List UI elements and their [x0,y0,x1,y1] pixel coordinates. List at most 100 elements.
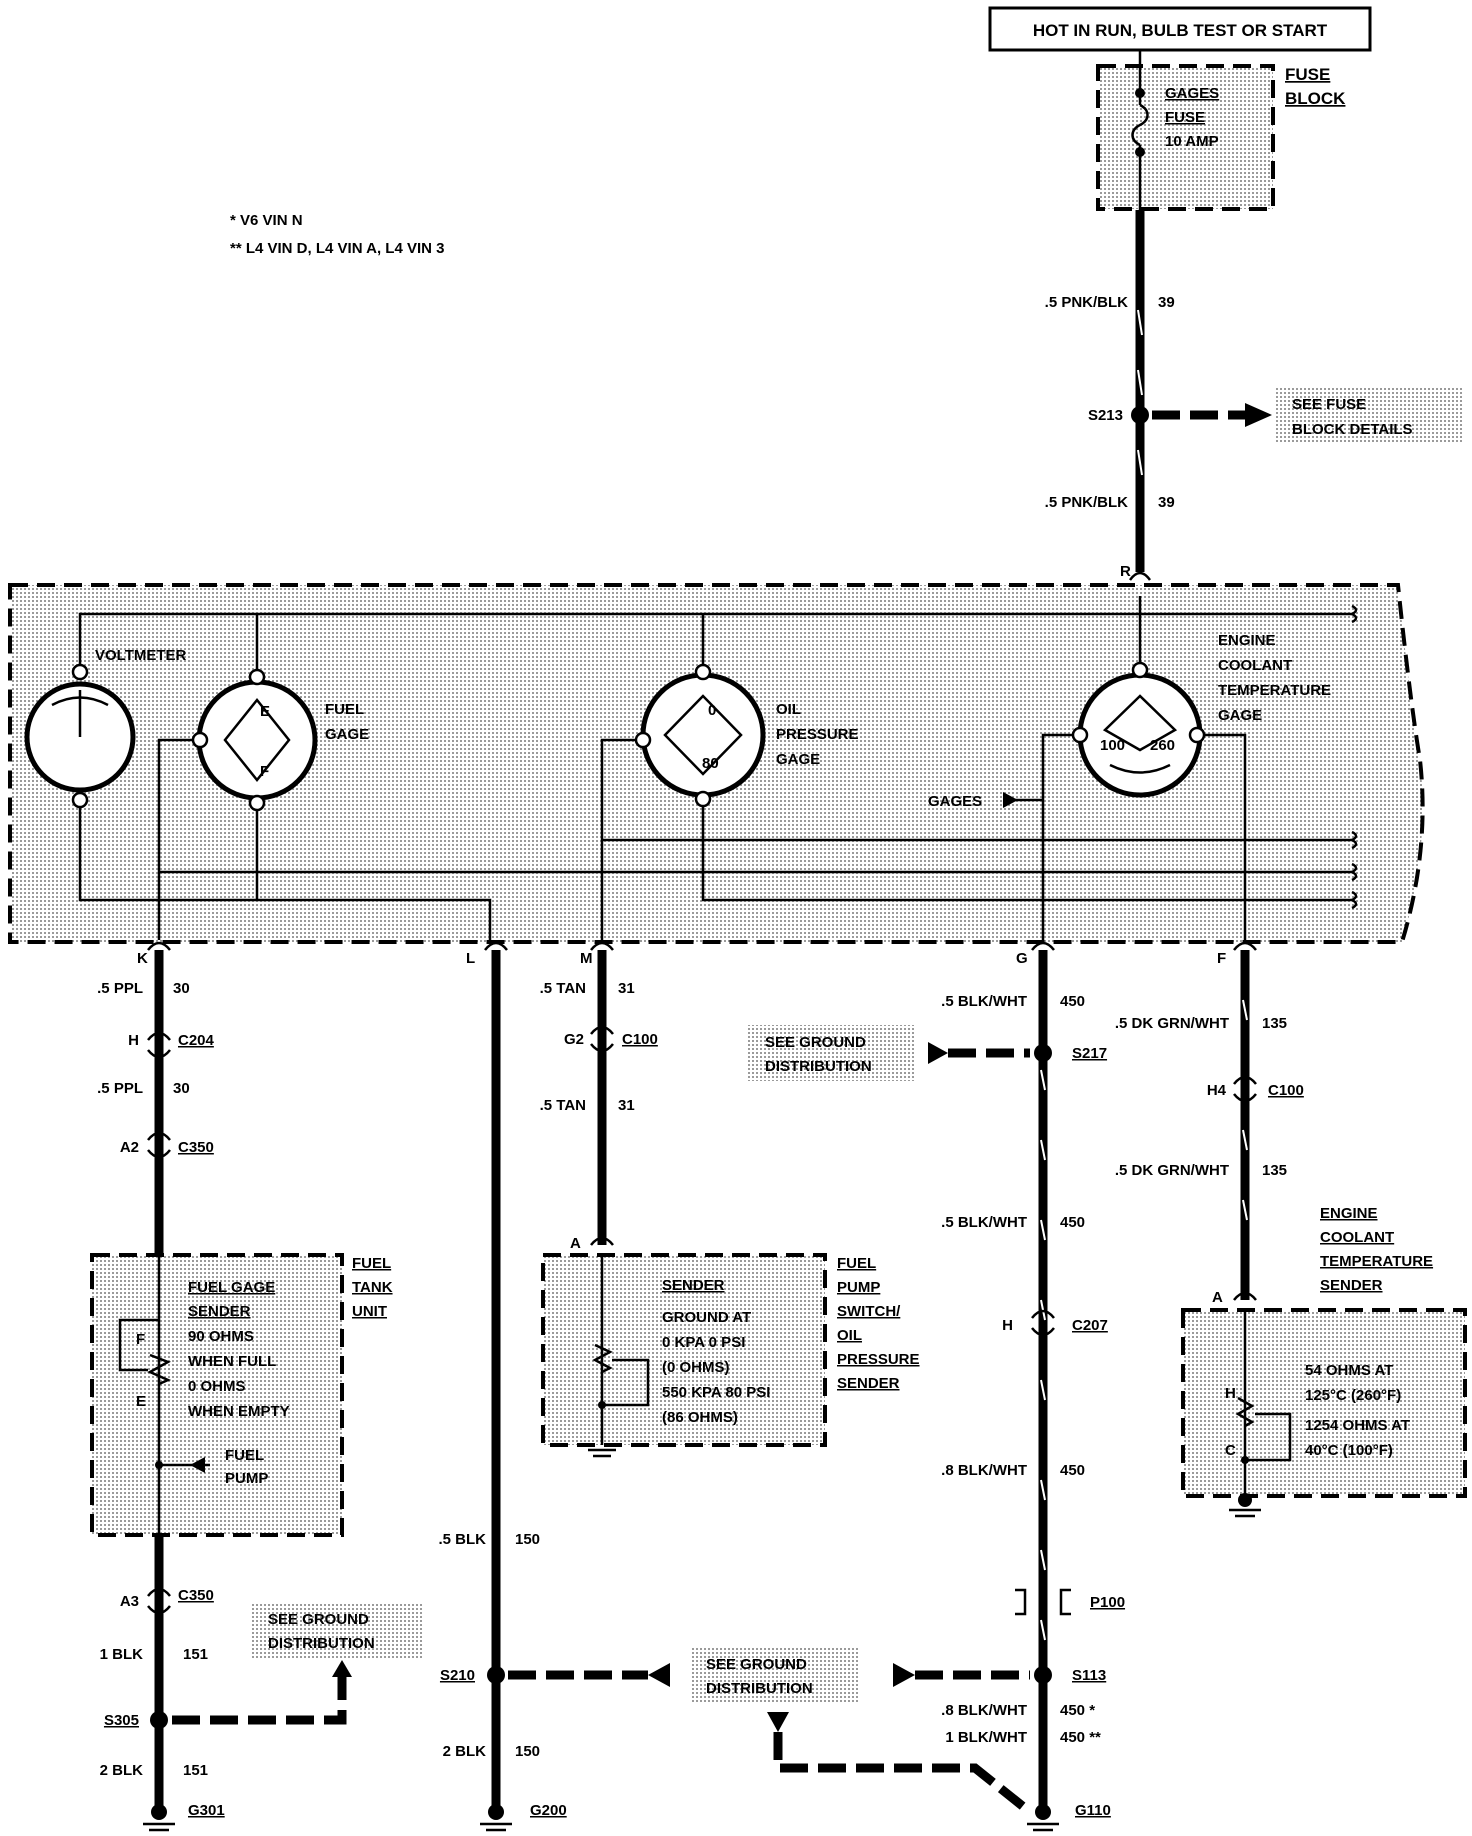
fuse-icon [1131,103,1149,147]
svg-text:.8 BLK/WHT: .8 BLK/WHT [941,1702,1027,1719]
svg-text:A3: A3 [120,1593,139,1610]
svg-text:1254 OHMS AT: 1254 OHMS AT [1305,1417,1410,1434]
fuse-name-line1: GAGES [1165,85,1219,102]
fuse-block-label-2: BLOCK [1285,89,1346,108]
see-ground-distribution-1[interactable]: SEE GROUND DISTRIBUTION [252,1602,424,1658]
svg-text:2 BLK: 2 BLK [443,1743,487,1760]
svg-text:.5 TAN: .5 TAN [540,1097,586,1114]
ect-gauge-label-4: GAGE [1218,707,1262,724]
svg-text:S217: S217 [1072,1045,1107,1062]
svg-text:.5 DK GRN/WHT: .5 DK GRN/WHT [1115,1162,1229,1179]
connector-c204: C204 [178,1032,215,1049]
oil-pressure-gauge-icon: 0 80 [634,663,766,808]
fuel-gauge-label-1: FUEL [325,701,364,718]
svg-text:S305: S305 [104,1712,139,1729]
fuel-gauge-e: E [260,703,270,720]
svg-text:S210: S210 [440,1667,475,1684]
oil-gauge-label-3: GAGE [776,751,820,768]
splice-s217 [1034,1044,1052,1062]
ground-g110: G110 [1075,1802,1111,1819]
wire-39-lower-gauge: .5 PNK/BLK [1045,494,1129,511]
svg-text:G: G [1016,950,1028,967]
svg-text:150: 150 [515,1531,540,1548]
svg-text:SEE FUSE: SEE FUSE [1292,396,1366,413]
circuit-450-ground: G .5 BLK/WHT 450 SEE GROUND DISTRIBUTION… [747,941,1125,1832]
fuel-gauge-label-2: GAGE [325,726,369,743]
svg-text:SWITCH/: SWITCH/ [837,1303,901,1320]
circuit-135-coolant-temp: F .5 DK GRN/WHT 135 H4 C100 .5 DK GRN/WH… [1115,941,1467,1518]
oil-gauge-0: 0 [708,702,716,719]
svg-text:L: L [466,950,475,967]
fuse-rating: 10 AMP [1165,133,1219,150]
svg-text:.5 BLK/WHT: .5 BLK/WHT [941,993,1027,1010]
ect-sender-label-1: ENGINE [1320,1205,1378,1222]
connector-c100-g2: C100 [622,1031,658,1048]
svg-text:SEE GROUND: SEE GROUND [765,1034,866,1051]
ect-sender-label-4: SENDER [1320,1277,1383,1294]
svg-text:FUEL: FUEL [225,1447,264,1464]
ground-symbol-icon [143,1822,175,1832]
svg-text:C: C [1225,1442,1236,1459]
svg-text:135: 135 [1262,1162,1287,1179]
svg-text:0 OHMS: 0 OHMS [188,1378,246,1395]
svg-text:2 BLK: 2 BLK [100,1762,144,1779]
svg-text:H: H [1002,1317,1013,1334]
svg-text:WHEN EMPTY: WHEN EMPTY [188,1403,290,1420]
svg-text:151: 151 [183,1762,208,1779]
svg-text:G2: G2 [564,1031,584,1048]
ground-symbol-icon [480,1822,512,1832]
svg-text:31: 31 [618,1097,635,1114]
see-ground-distribution-2[interactable]: SEE GROUND DISTRIBUTION [747,1025,915,1081]
fuse-block-label: FUSE BLOCK [1285,65,1396,84]
svg-text:.5 BLK: .5 BLK [438,1531,486,1548]
pin-r: R [1120,563,1131,580]
circuit-30-fuel-gage: K .5 PPL 30 H C204 .5 PPL 30 A2 C350 F E… [90,941,424,1832]
see-ground-distribution-3[interactable]: SEE GROUND DISTRIBUTION [690,1647,858,1703]
fuel-tank-unit [90,1253,344,1537]
svg-text:PUMP: PUMP [837,1279,880,1296]
svg-text:550 KPA 80 PSI: 550 KPA 80 PSI [662,1384,770,1401]
svg-text:.8 BLK/WHT: .8 BLK/WHT [941,1462,1027,1479]
oil-gauge-label-2: PRESSURE [776,726,859,743]
fuse-block-label-1: FUSE [1285,65,1330,84]
wire-39-lower-circuit: 39 [1158,494,1175,511]
svg-text:450 *: 450 * [1060,1702,1095,1719]
ground-g301: G301 [188,1802,225,1819]
fuel-tank-unit-label-1: FUEL [352,1255,391,1272]
svg-text:(86 OHMS): (86 OHMS) [662,1409,738,1426]
svg-text:OIL: OIL [837,1327,862,1344]
svg-text:54 OHMS AT: 54 OHMS AT [1305,1362,1393,1379]
note-single-star: * V6 VIN N [230,212,303,229]
connector-c350-a2: C350 [178,1139,214,1156]
svg-text:30: 30 [173,1080,190,1097]
svg-text:F: F [1217,950,1226,967]
ect-sender-unit [1181,1308,1467,1498]
voltmeter-gauge-icon [24,663,136,809]
fuel-gage-sender-label-1: FUEL GAGE [188,1279,275,1296]
fuel-gage-sender-label-2: SENDER [188,1303,251,1320]
connector-c207: C207 [1072,1317,1108,1334]
power-source-box: HOT IN RUN, BULB TEST OR START [988,6,1372,52]
splice-s305 [150,1711,168,1729]
svg-text:.5 TAN: .5 TAN [540,980,586,997]
svg-text:H: H [128,1032,139,1049]
connector-c350-a3: C350 [178,1587,214,1604]
oil-gauge-label-1: OIL [776,701,801,718]
svg-text:SEE GROUND: SEE GROUND [268,1611,369,1628]
svg-text:M: M [580,950,593,967]
see-fuse-block-details[interactable]: SEE FUSE BLOCK DETAILS [1275,386,1463,444]
svg-text:.5 DK GRN/WHT: .5 DK GRN/WHT [1115,1015,1229,1032]
ect-gauge-label-1: ENGINE [1218,632,1276,649]
oil-pressure-sender-unit [541,1253,827,1447]
coolant-temp-gauge-icon: 100 260 [1071,661,1206,798]
svg-text:H4: H4 [1207,1082,1227,1099]
ground-symbol-icon [588,1448,616,1458]
svg-text:DISTRIBUTION: DISTRIBUTION [765,1058,872,1075]
svg-text:450: 450 [1060,1214,1085,1231]
svg-text:GROUND AT: GROUND AT [662,1309,751,1326]
ect-sender-label-2: COOLANT [1320,1229,1394,1246]
svg-text:1 BLK: 1 BLK [100,1646,144,1663]
splice-s213-label: S213 [1088,407,1123,424]
svg-text:E: E [136,1393,146,1410]
